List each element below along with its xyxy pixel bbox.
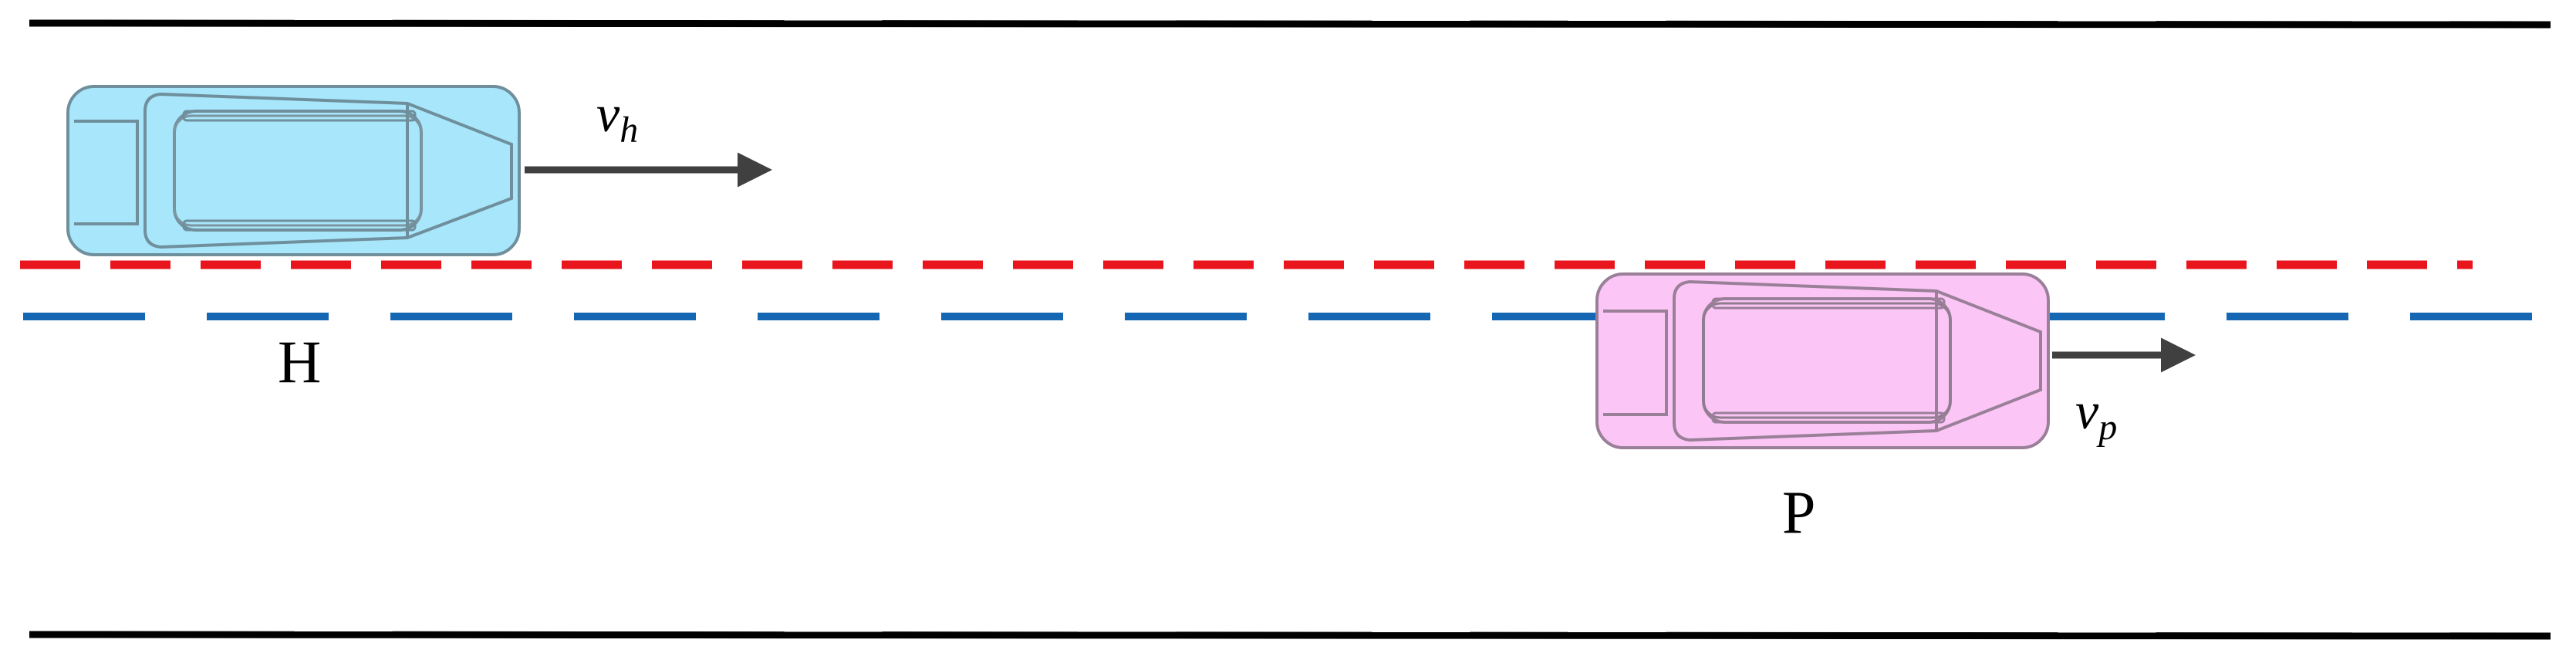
preceding-velocity-label: vp (2075, 381, 2117, 448)
host-velocity-label: vh (596, 84, 638, 151)
preceding-car-icon (1595, 272, 2050, 449)
host-car-icon (66, 85, 521, 256)
host-vehicle-label: H (278, 328, 321, 395)
preceding-vehicle-label: P (1782, 479, 1815, 546)
road-bottom-edge (29, 631, 2551, 640)
road-top-edge (29, 19, 2551, 29)
